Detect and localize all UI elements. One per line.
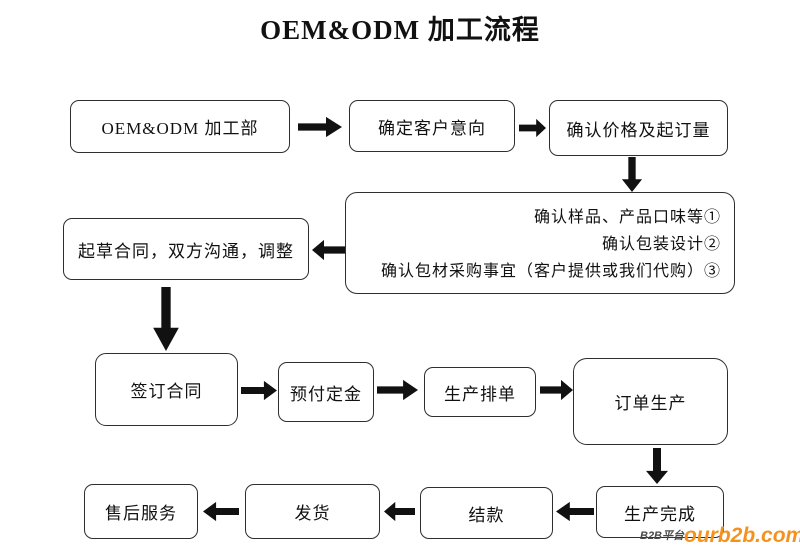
- arrow-down-icon: [153, 287, 179, 351]
- arrow-right-icon: [298, 116, 342, 138]
- arrow-right-icon: [519, 118, 546, 138]
- node-label: 生产排单: [444, 384, 516, 404]
- node-label: OEM&ODM 加工部: [101, 119, 259, 138]
- node-settle-payment: 结款: [420, 487, 553, 539]
- node-production-schedule: 生产排单: [424, 367, 536, 417]
- confirm-line-2: 确认包装设计②: [601, 236, 721, 253]
- arrow-left-icon: [556, 501, 594, 522]
- node-confirm-details: 确认样品、产品口味等① 确认包装设计② 确认包材采购事宜（客户提供或我们代购）③: [345, 192, 735, 294]
- node-deposit: 预付定金: [278, 362, 374, 422]
- node-label: 预付定金: [290, 384, 362, 404]
- node-oem-odm-dept: OEM&ODM 加工部: [70, 100, 290, 153]
- confirm-line-1: 确认样品、产品口味等①: [533, 209, 721, 226]
- node-confirm-price-moq: 确认价格及起订量: [549, 100, 728, 156]
- node-label: 起草合同，双方沟通，调整: [78, 241, 294, 261]
- arrow-right-icon: [540, 379, 573, 401]
- node-label: 生产完成: [624, 504, 696, 524]
- arrow-right-icon: [377, 379, 418, 401]
- node-order-production: 订单生产: [573, 358, 728, 445]
- arrow-left-icon: [203, 501, 239, 522]
- node-label: 确认价格及起订量: [566, 120, 711, 140]
- arrow-left-icon: [312, 239, 345, 261]
- watermark-platform-label: B2B平台: [640, 530, 685, 542]
- node-label: 签订合同: [130, 382, 203, 401]
- node-draft-contract: 起草合同，双方沟通，调整: [63, 218, 309, 280]
- watermark-site-label: ourb2b.com: [684, 524, 800, 547]
- confirm-line-3: 确认包材采购事宜（客户提供或我们代购）③: [380, 263, 721, 280]
- node-after-sales-service: 售后服务: [84, 484, 198, 539]
- node-confirm-customer-intent: 确定客户意向: [349, 100, 515, 152]
- arrow-down-icon: [621, 157, 643, 192]
- flowchart-title: OEM&ODM 加工流程: [260, 15, 540, 45]
- node-label: 确定客户意向: [378, 118, 486, 138]
- arrow-right-icon: [241, 380, 277, 401]
- arrow-left-icon: [384, 501, 415, 522]
- watermark: B2B平台 ourb2b.com: [640, 514, 800, 546]
- node-shipment: 发货: [245, 484, 380, 539]
- node-sign-contract: 签订合同: [95, 353, 238, 426]
- node-label: 售后服务: [105, 504, 177, 523]
- node-label: 结款: [468, 505, 505, 525]
- node-production-complete: 生产完成: [596, 486, 724, 538]
- node-label: 订单生产: [614, 394, 687, 413]
- node-label: 发货: [294, 504, 331, 523]
- arrow-down-icon: [646, 448, 668, 484]
